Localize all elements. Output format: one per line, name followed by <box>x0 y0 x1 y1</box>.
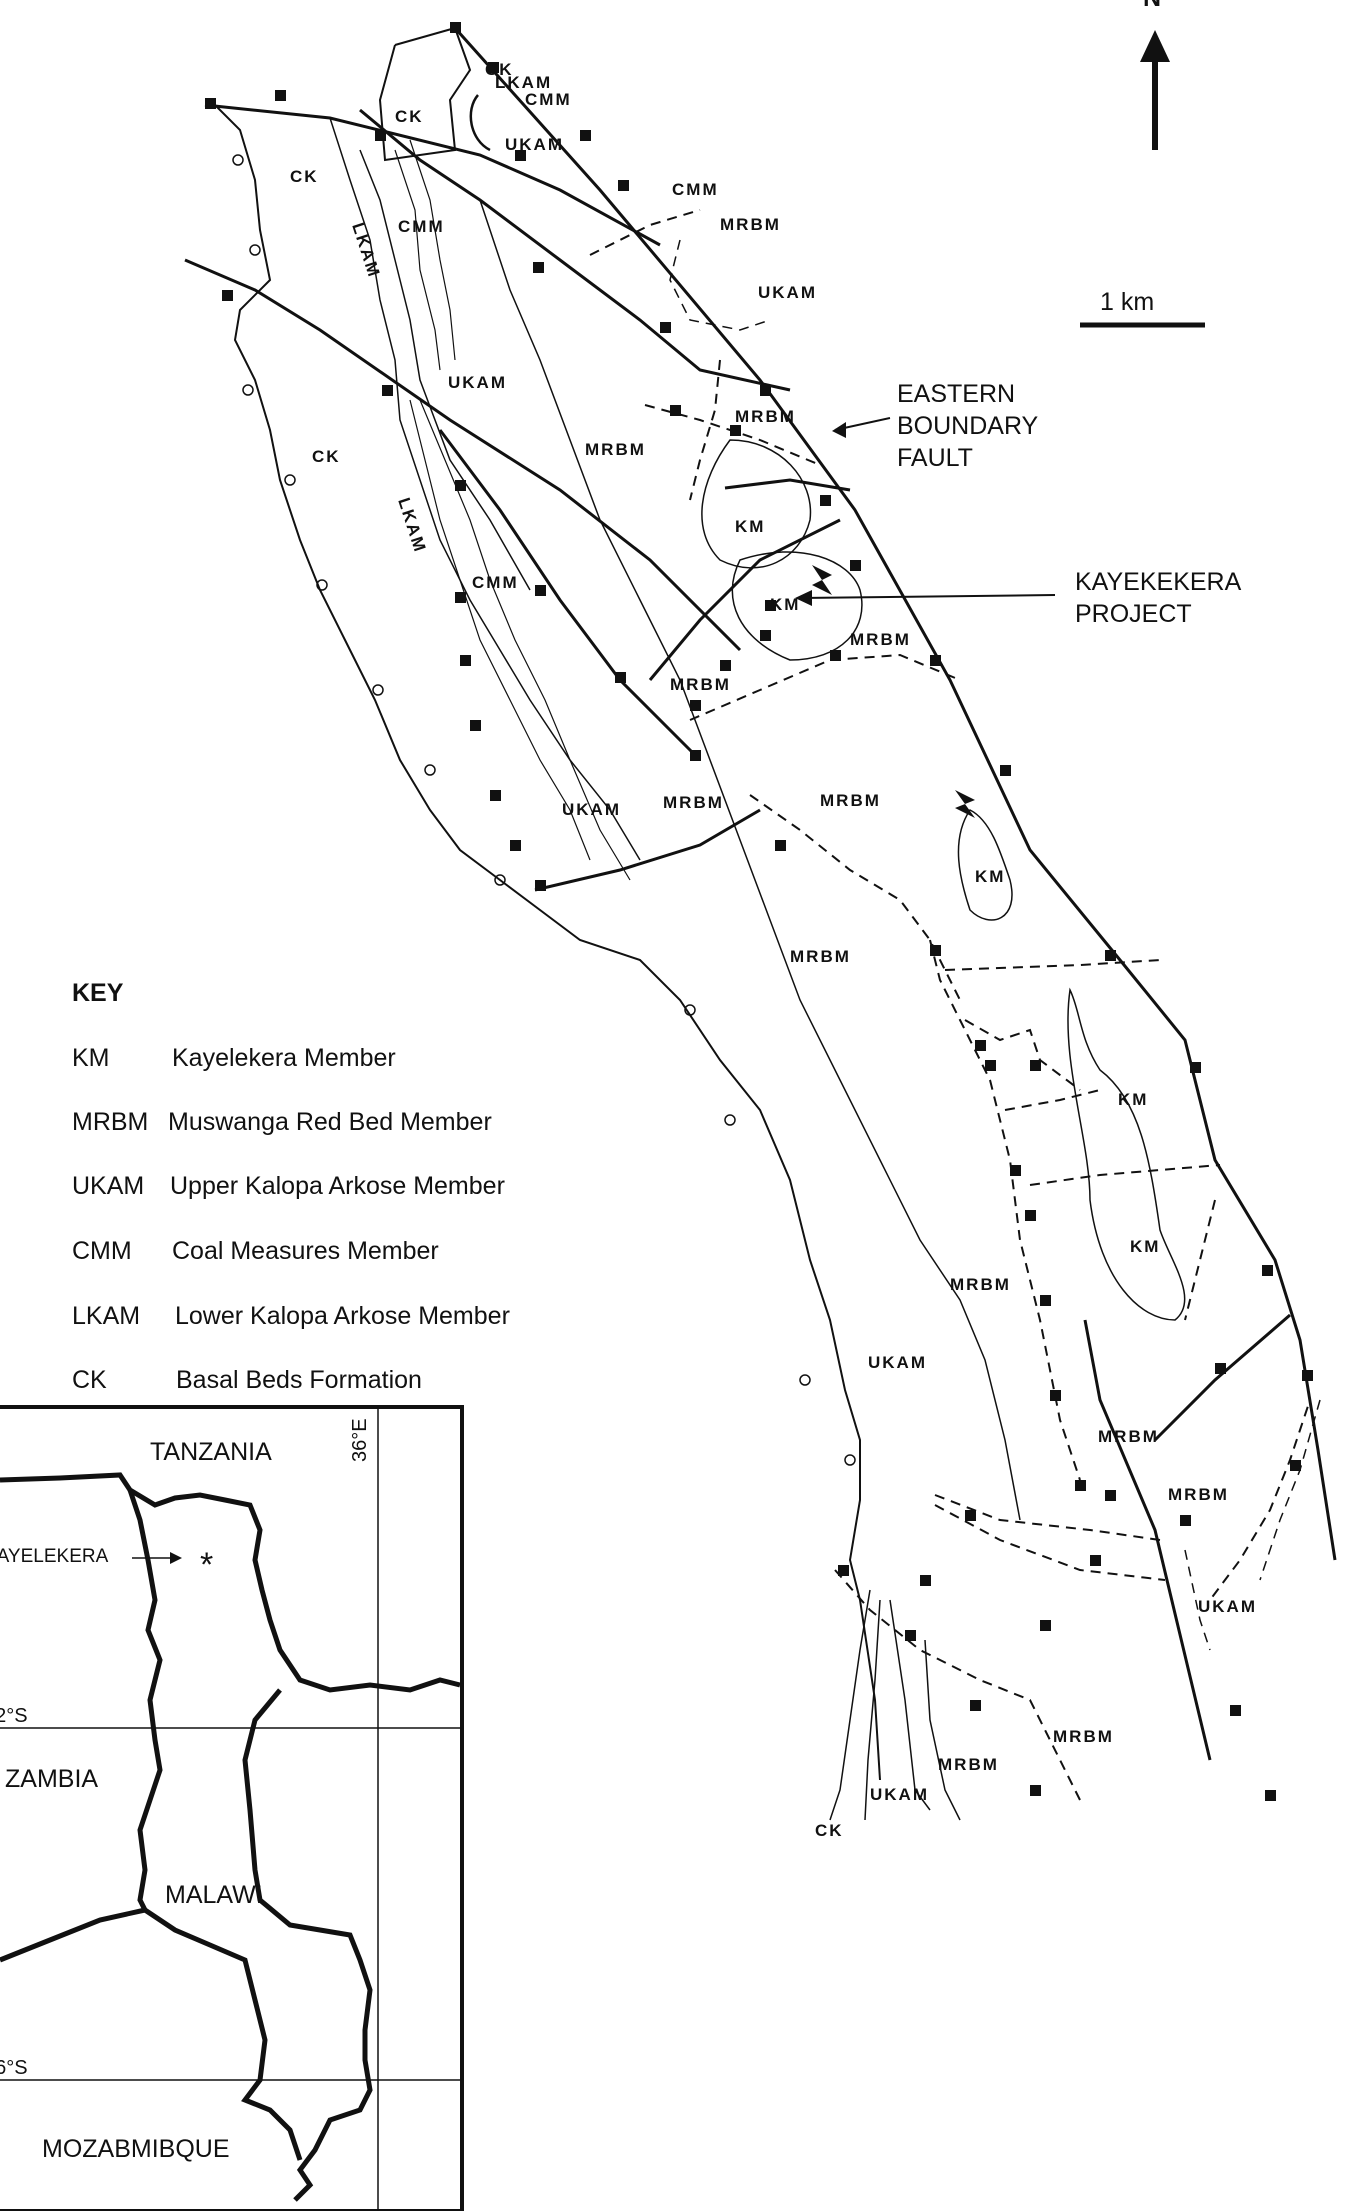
inset-longitude-label: 36°E <box>349 1418 371 1462</box>
unit-label: MRBM <box>663 793 724 812</box>
inset-latitude-label: 12°S <box>0 1705 28 1727</box>
unit-label: MRBM <box>1053 1727 1114 1746</box>
unit-label: CK <box>312 447 341 466</box>
unit-label: CMM <box>525 90 572 109</box>
unit-label: MRBM <box>720 215 781 234</box>
unit-label: MRBM <box>1098 1427 1159 1446</box>
key-code: CK <box>72 1366 107 1394</box>
inset-country-label: ZAMBIA <box>5 1765 98 1793</box>
unit-label: LKAM <box>348 220 384 280</box>
inset-border <box>127 1489 163 1912</box>
north-arrow: N <box>1140 0 1170 150</box>
unit-label: CK <box>815 1821 844 1840</box>
callout-line: PROJECT <box>1075 600 1192 628</box>
unit-label: UKAM <box>758 283 817 302</box>
inset-country-label: MOZABMIBQUE <box>42 2135 230 2163</box>
unit-label: KM <box>975 867 1005 886</box>
unit-label: MRBM <box>850 630 911 649</box>
key-code: KM <box>72 1044 110 1072</box>
inset-latitude-label: 16°S <box>0 2057 28 2079</box>
key-name: Basal Beds Formation <box>176 1366 422 1394</box>
inset-border <box>0 1907 146 1963</box>
fault-north-3 <box>359 108 791 392</box>
unit-label: CK <box>395 107 424 126</box>
key-name: Muswanga Red Bed Member <box>168 1108 492 1136</box>
inset-site-label: KAYELEKERA <box>0 1546 109 1567</box>
callout-line: EASTERN <box>897 380 1015 408</box>
unit-label: UKAM <box>1198 1597 1257 1616</box>
unit-label: KM <box>770 595 800 614</box>
unit-label: UKAM <box>868 1353 927 1372</box>
unit-label: MRBM <box>1168 1485 1229 1504</box>
unit-label: KM <box>1118 1090 1148 1109</box>
north-arrow-label: N <box>1143 0 1161 12</box>
key-name: Coal Measures Member <box>172 1237 439 1265</box>
inset-country-label: TANZANIA <box>150 1438 272 1466</box>
fault-south-1 <box>534 808 761 892</box>
western-margin <box>209 99 881 1781</box>
fault-east-2 <box>1083 1319 1212 1761</box>
callout-kayekekera-project: KAYEKEKERA PROJECT <box>1075 568 1242 628</box>
unit-label: CK <box>290 167 319 186</box>
key-code: MRBM <box>72 1108 148 1136</box>
unit-label: LKAM <box>394 495 430 555</box>
key-code: UKAM <box>72 1172 144 1200</box>
key-name: Kayelekera Member <box>172 1044 396 1072</box>
unit-label: MRBM <box>950 1275 1011 1294</box>
key-code: LKAM <box>72 1302 140 1330</box>
inset-border <box>0 1472 461 1693</box>
fault-north-1 <box>204 103 661 247</box>
unit-labels: CK CK CK CK CK LKAM CMM UKAM CMM MRBM UK… <box>290 60 1257 1840</box>
unit-label: KM <box>1130 1237 1160 1256</box>
fault-mid-3 <box>724 478 851 492</box>
callout-line: BOUNDARY <box>897 412 1039 440</box>
unit-label: UKAM <box>448 373 507 392</box>
inset-country-label: MALAWI <box>165 1881 263 1909</box>
fault-mid-1 <box>438 429 702 762</box>
unit-label: UKAM <box>870 1785 929 1804</box>
map-key: KEY KM Kayelekera Member MRBM Muswanga R… <box>72 979 510 1394</box>
unit-label: MRBM <box>938 1755 999 1774</box>
unit-label: UKAM <box>562 800 621 819</box>
inset-site-marker: * <box>200 1546 213 1584</box>
unit-label: MRBM <box>820 791 881 810</box>
eastern-boundary-fault <box>453 26 1337 1561</box>
inset-border <box>242 1688 373 2202</box>
key-name: Upper Kalopa Arkose Member <box>170 1172 505 1200</box>
scale-bar: 1 km <box>1080 288 1205 328</box>
unit-label: CMM <box>672 180 719 199</box>
unit-label: MRBM <box>585 440 646 459</box>
unit-label: CMM <box>472 573 519 592</box>
unit-label: MRBM <box>790 947 851 966</box>
unit-label: MRBM <box>735 407 796 426</box>
key-name: Lower Kalopa Arkose Member <box>175 1302 510 1330</box>
map-linework <box>184 22 1337 1821</box>
unit-label: UKAM <box>505 135 564 154</box>
fault-mid-2 <box>648 518 841 681</box>
fault-east-1 <box>1153 1313 1291 1442</box>
callout-line: FAULT <box>897 444 973 472</box>
scale-bar-label: 1 km <box>1100 288 1154 316</box>
unit-label: CK <box>485 60 514 79</box>
unit-label: KM <box>735 517 765 536</box>
callout-line: KAYEKEKERA <box>1075 568 1242 596</box>
unit-label: LKAM <box>495 73 552 92</box>
inset-border <box>143 1907 303 2161</box>
inset-location-map: TANZANIA ZAMBIA MALAWI MOZABMIBQUE KAYEL… <box>0 1405 464 2211</box>
callout-eastern-boundary-fault: EASTERN BOUNDARY FAULT <box>897 380 1039 472</box>
unit-label: MRBM <box>670 675 731 694</box>
key-code: CMM <box>72 1237 132 1265</box>
key-title: KEY <box>72 979 124 1007</box>
unit-label: CMM <box>398 217 445 236</box>
fault-north-2 <box>184 258 742 652</box>
